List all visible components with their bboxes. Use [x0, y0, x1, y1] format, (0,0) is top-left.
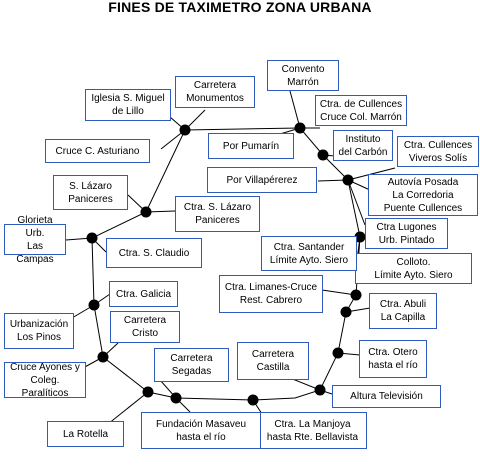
label-santander: Ctra. Santander Límite Ayto. Siero [261, 236, 357, 271]
label-cullences-solis: Ctra. Cullences Viveros Solís [397, 136, 479, 167]
node-lillo [179, 124, 191, 136]
label-masaveu: Fundación Masaveu hasta el río [141, 412, 261, 449]
label-convento-marron: Convento Marrón [267, 60, 339, 91]
node-lugones [354, 231, 366, 243]
label-manjoya: Ctra. La Manjoya hasta Rte. Bellavista [258, 412, 367, 449]
label-carretera-monumentos: Carretera Monumentos [175, 76, 255, 108]
node-segadas [142, 386, 154, 398]
label-abuli: Ctra. Abuli La Capilla [369, 293, 437, 329]
label-claudio: Ctra. S. Claudio [106, 238, 202, 268]
label-ayones: Cruce Ayones y Coleg. Paralíticos [4, 362, 86, 399]
node-marron [294, 122, 306, 134]
node-cullences [342, 174, 354, 186]
label-lugones: Ctra Lugones Urb. Pintado [365, 218, 448, 249]
node-ayones [97, 351, 109, 363]
label-colloto: Colloto. Límite Ayto. Siero [355, 253, 472, 284]
node-masaveu [170, 392, 182, 404]
node-colloto [350, 289, 362, 301]
node-abuli [340, 306, 352, 318]
route-loop-line [91, 127, 361, 401]
node-pinos [88, 299, 100, 311]
label-galicia: Ctra. Galicia [109, 281, 178, 307]
label-cullences-cruce: Ctra. de Cullences Cruce Col. Marrón [315, 95, 407, 126]
node-instituto [317, 149, 329, 161]
label-otero: Ctra. Otero hasta el río [359, 340, 427, 378]
label-por-villaperez: Por Villapérerez [207, 167, 317, 193]
label-autovia: Autovía Posada La Corredoria Puente Cull… [368, 174, 478, 216]
label-instituto-carbon: Instituto del Carbón [333, 130, 393, 161]
label-carretera-segadas: Carretera Segadas [154, 348, 229, 382]
label-carretera-castilla: Carretera Castilla [237, 342, 309, 380]
node-otero [332, 347, 344, 359]
diagram-title: FINES DE TAXIMETRO ZONA URBANA [108, 0, 372, 15]
label-los-pinos: Urbanización Los Pinos [4, 313, 74, 349]
label-ctra-lazaro: Ctra. S. Lázaro Paniceres [175, 196, 260, 232]
node-television [314, 384, 326, 396]
label-glorieta: Glorieta Urb. Las Campas [4, 215, 66, 265]
label-lazaro: S. Lázaro Paniceres [53, 175, 128, 210]
label-por-pumarin: Por Pumarín [208, 133, 294, 159]
label-iglesia: Iglesia S. Miguel de Lillo [85, 89, 171, 121]
label-rotella: La Rotella [47, 421, 124, 447]
node-lazaro [140, 206, 152, 218]
node-manjoya [247, 394, 259, 406]
route-nodes [86, 122, 366, 406]
label-carretera-cristo: Carretera Cristo [110, 311, 180, 343]
label-cruce-asturiano: Cruce C. Asturiano [45, 139, 150, 163]
label-altura-television: Altura Televisión [332, 385, 441, 408]
label-limanes: Ctra. Limanes-Cruce Rest. Cabrero [219, 275, 323, 313]
node-campas [86, 232, 98, 244]
